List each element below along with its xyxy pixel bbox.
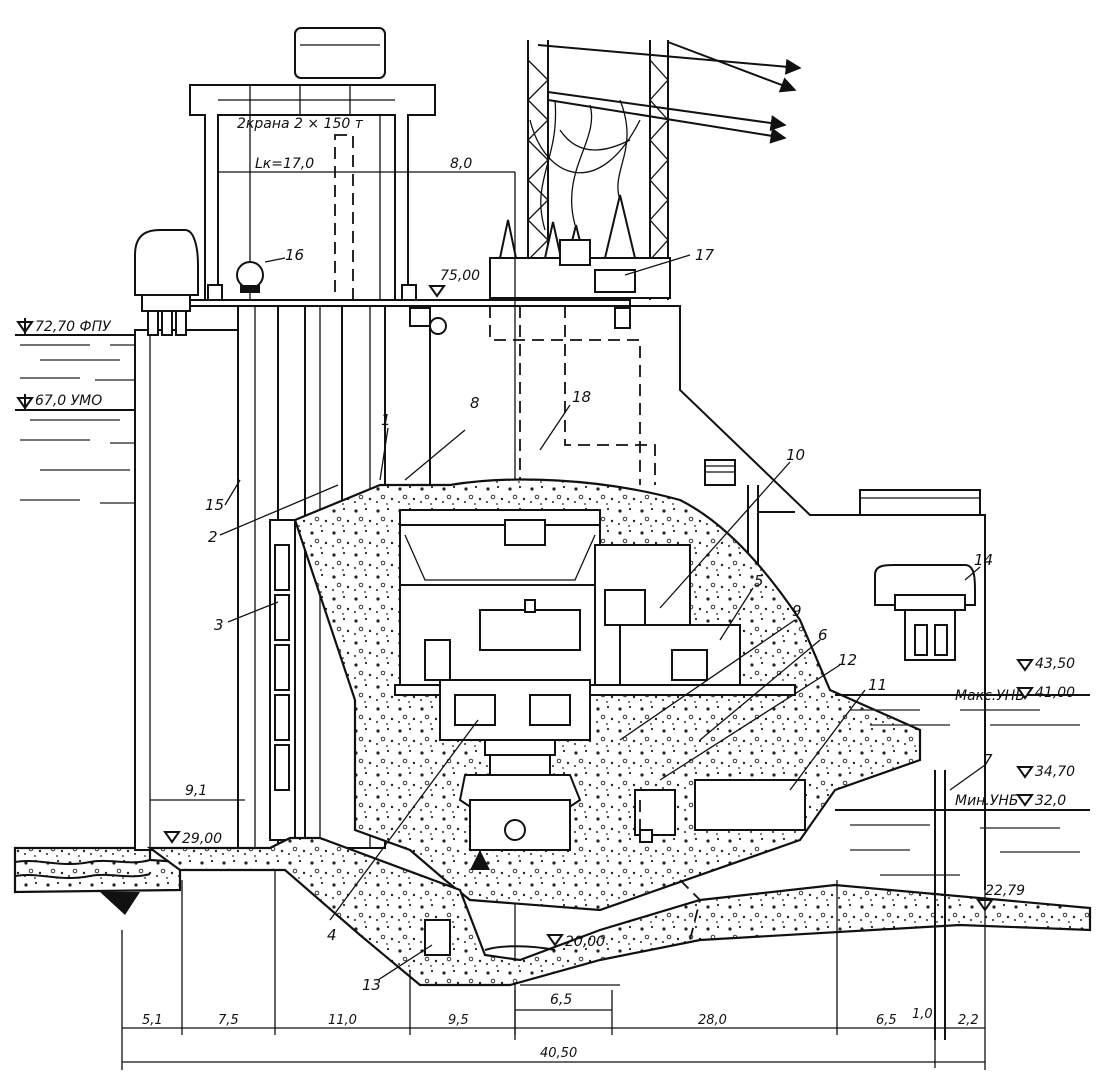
- dim-6-5-label: 6,5: [550, 992, 572, 1008]
- callout-11: 11: [868, 676, 887, 694]
- callout-13: 13: [362, 976, 381, 994]
- dim-28-0: 28,0: [698, 1013, 727, 1028]
- transmission-portal: [489, 40, 802, 300]
- callout-16: 16: [285, 246, 304, 264]
- dim-5-1: 5,1: [142, 1013, 163, 1028]
- callout-12: 12: [838, 651, 857, 669]
- dimension-chain: 5,1 7,5 11,0 9,5 28,0 6,5 1,0 2,2 40,50: [121, 870, 986, 1070]
- el-43-50-label: 43,50: [1035, 656, 1075, 672]
- umo-level-label: 67,0 УМО: [35, 393, 102, 409]
- callout-5: 5: [754, 572, 764, 590]
- el-41-00-label: 41,00: [1035, 685, 1075, 701]
- max-unb-label: Макс.УНБ: [955, 688, 1025, 704]
- dim-2-2: 2,2: [958, 1013, 979, 1028]
- turbine: [458, 774, 582, 870]
- el-20-00-label: 20,00: [565, 934, 605, 950]
- min-unb-label: Мин.УНБ: [955, 793, 1018, 809]
- callout-6: 6: [818, 626, 828, 644]
- crest-75-label: 75,00: [440, 268, 480, 284]
- el-34-70-label: 34,70: [1035, 764, 1075, 780]
- dim-1-0: 1,0: [912, 1007, 933, 1022]
- callout-7: 7: [983, 751, 993, 769]
- gate-panels: [274, 544, 290, 791]
- callout-10: 10: [786, 446, 805, 464]
- callouts: 1 2 3 4 5 6 7 8 9 10 11 12 13 14 15 16 1…: [205, 246, 993, 994]
- callout-9: 9: [792, 602, 802, 620]
- crane-capacity-label: 2крана 2 × 150 т: [237, 116, 364, 132]
- upstream-mobile-crane: [134, 229, 199, 336]
- callout-14: 14: [974, 551, 993, 569]
- upstream-apron: [13, 846, 182, 915]
- concrete-shell: [293, 478, 922, 912]
- fpu-level-label: 72,70 ФПУ: [35, 319, 112, 335]
- callout-1: 1: [381, 411, 391, 429]
- callout-2: 2: [208, 528, 218, 546]
- downstream-crane-14: [874, 564, 976, 661]
- callout-15: 15: [205, 496, 224, 514]
- dim-11-0: 11,0: [328, 1013, 357, 1028]
- callout-4: 4: [327, 926, 337, 944]
- dim-total: 40,50: [540, 1046, 577, 1061]
- tailwater: [835, 694, 1090, 1040]
- level-markers: 72,70 ФПУ 67,0 УМО 75,00 43,50 Макс.УНБ …: [16, 268, 1075, 1011]
- el-29-00-label: 29,00: [182, 831, 222, 847]
- el-22-79-label: 22,79: [985, 883, 1025, 899]
- dim-9-5: 9,5: [448, 1013, 469, 1028]
- dim-7-5: 7,5: [218, 1013, 239, 1028]
- callout-17: 17: [695, 246, 715, 264]
- hoist-16: [236, 261, 264, 293]
- crane-span-label: Lк=17,0: [255, 156, 314, 172]
- callout-8: 8: [470, 394, 480, 412]
- dim-9-1-label: 9,1: [185, 783, 207, 799]
- dim-6-5: 6,5: [876, 1013, 897, 1028]
- draft-tube-foundation: [146, 800, 1092, 987]
- callout-18: 18: [572, 388, 591, 406]
- el-32-0-label: 32,0: [1035, 793, 1066, 809]
- generator: [439, 679, 591, 776]
- gantry-crane: 2крана 2 × 150 т Lк=17,0 8,0: [189, 27, 631, 307]
- callout-3: 3: [214, 616, 224, 634]
- crane-offset-label: 8,0: [450, 156, 472, 172]
